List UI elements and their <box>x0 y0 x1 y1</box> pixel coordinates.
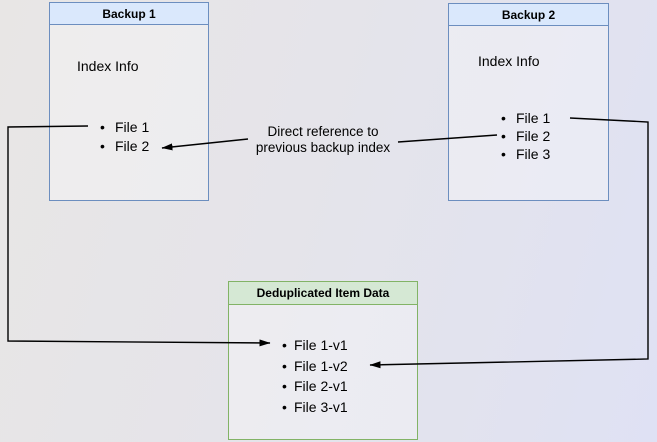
dedup-item: File 3-v1 <box>282 397 348 418</box>
backup2-file-list: File 1 File 2 File 3 <box>501 109 550 163</box>
backup2-file-item: File 2 <box>501 127 550 145</box>
dedup-item: File 1-v1 <box>282 335 348 356</box>
dedup-item-list: File 1-v1 File 1-v2 File 2-v1 File 3-v1 <box>282 335 348 417</box>
backup2-index-info-label: Index Info <box>478 53 540 69</box>
dedup-header: Deduplicated Item Data <box>229 282 417 305</box>
backup1-file-list: File 1 File 2 <box>100 118 149 156</box>
backup2-header: Backup 2 <box>449 4 608 26</box>
backup1-box: Backup 1 Index Info File 1 File 2 <box>49 2 209 201</box>
backup1-header: Backup 1 <box>50 3 208 25</box>
edge-label: Direct reference to previous backup inde… <box>243 124 403 156</box>
backup1-file-item: File 1 <box>100 118 149 137</box>
backup2-box: Backup 2 Index Info File 1 File 2 File 3 <box>448 3 609 201</box>
dedup-item: File 2-v1 <box>282 376 348 397</box>
backup1-index-info-label: Index Info <box>77 58 139 74</box>
backup1-file-item: File 2 <box>100 137 149 156</box>
dedup-item: File 1-v2 <box>282 356 348 377</box>
backup2-file-item: File 1 <box>501 109 550 127</box>
backup1-title: Backup 1 <box>102 6 156 21</box>
dedup-title: Deduplicated Item Data <box>256 286 390 300</box>
dedup-box: Deduplicated Item Data File 1-v1 File 1-… <box>228 281 418 440</box>
backup2-file-item: File 3 <box>501 145 550 163</box>
edge-label-line1: Direct reference to <box>267 124 379 139</box>
backup2-title: Backup 2 <box>501 7 556 22</box>
edge-label-line2: previous backup index <box>255 140 391 155</box>
